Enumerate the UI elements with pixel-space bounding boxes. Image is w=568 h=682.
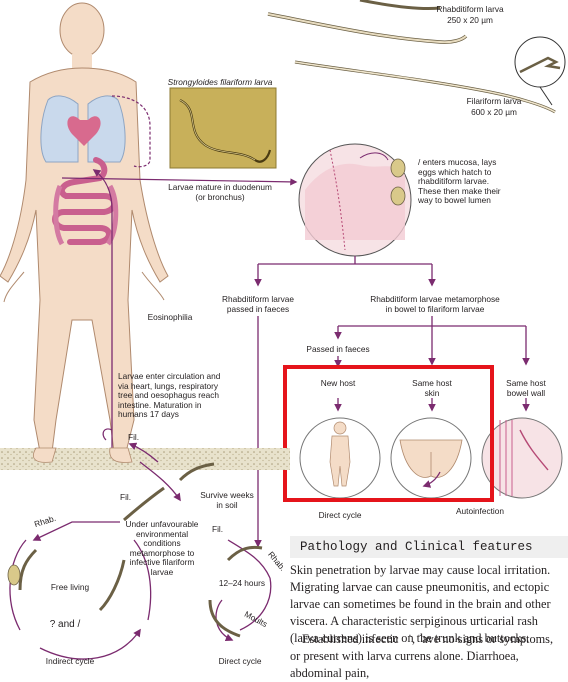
rhab-passed-label: Rhabditiform larvae passed in faeces	[222, 294, 294, 314]
tail-magnifier	[514, 36, 566, 106]
eosinophilia-label: Eosinophilia	[147, 312, 193, 322]
new-host-circle	[299, 417, 381, 499]
direct-cycle-label-left: Direct cycle	[218, 656, 262, 666]
mucosa-magnifier	[298, 143, 412, 257]
larvae-enter-label: Larvae enter circulation and via heart, …	[118, 371, 221, 420]
migration-path-arrow	[92, 169, 113, 470]
rhabditiform-larva-label: Rhabditiform larva	[436, 4, 504, 14]
filariform-size-label: 600 x 20 µm	[471, 107, 517, 117]
same-host-skin-circle	[390, 417, 472, 499]
unfavourable-label: Under unfavourable environmental conditi…	[125, 519, 199, 577]
human-figure	[0, 2, 169, 453]
bowel-wall-circle	[481, 417, 563, 499]
egg	[7, 564, 21, 586]
mucosa-note: / enters mucosa, lays eggs which hatch t…	[418, 157, 501, 205]
indirect-cycle-label: Indirect cycle	[45, 656, 95, 666]
highlight-box	[283, 365, 494, 502]
filariform-larva-label: Filariform larva	[466, 96, 522, 106]
gut	[52, 157, 119, 246]
survive-weeks-label: Survive weeks in soil	[200, 490, 254, 510]
larva-photo	[169, 87, 277, 169]
hours-label: 12–24 hours	[218, 578, 266, 588]
rhabditiform-size-label: 250 x 20 µm	[447, 15, 493, 25]
arrow-to-mucosa	[61, 177, 298, 186]
fil-label-2: Fil.	[120, 492, 132, 502]
feet	[33, 447, 133, 463]
rhabditiform-larva-drawing	[267, 0, 468, 44]
migration-path-lungs	[111, 95, 151, 168]
new-host-label: New host	[320, 378, 356, 388]
branch-arrows	[254, 256, 530, 548]
soil-surface	[0, 448, 290, 470]
paragraph-2: Established infectic ˙, ˙ave no signs or…	[290, 632, 554, 680]
fil-label-3: Fil.	[212, 524, 224, 534]
soil-larvae	[18, 462, 263, 638]
sexes-label: ? and /	[49, 619, 81, 630]
free-living-label: Free living	[50, 582, 90, 592]
heart	[67, 116, 101, 146]
same-host-skin-label: Same host skin	[412, 378, 452, 398]
section-heading: Pathology and Clinical features	[290, 536, 568, 558]
same-host-bowel-label: Same host bowel wall	[506, 378, 546, 398]
rhab-metamorphose-label: Rhabditiform larvae metamorphose in bowe…	[370, 294, 500, 314]
filariform-larva-drawing	[294, 60, 556, 114]
paragraph-1: Skin penetration by larvae may cause loc…	[290, 563, 551, 645]
larvae-mature-label: Larvae mature in duodenum (or bronchus)	[168, 182, 272, 202]
autoinfection-label: Autoinfection	[456, 506, 504, 516]
skin-penetration-larva	[102, 428, 113, 441]
direct-cycle-label: Direct cycle	[318, 510, 362, 520]
passed-in-faeces-label: Passed in faeces	[306, 344, 370, 354]
photo-caption: Strongyloides filariform larva	[167, 77, 273, 87]
fil-label-1: Fil.	[128, 432, 140, 442]
